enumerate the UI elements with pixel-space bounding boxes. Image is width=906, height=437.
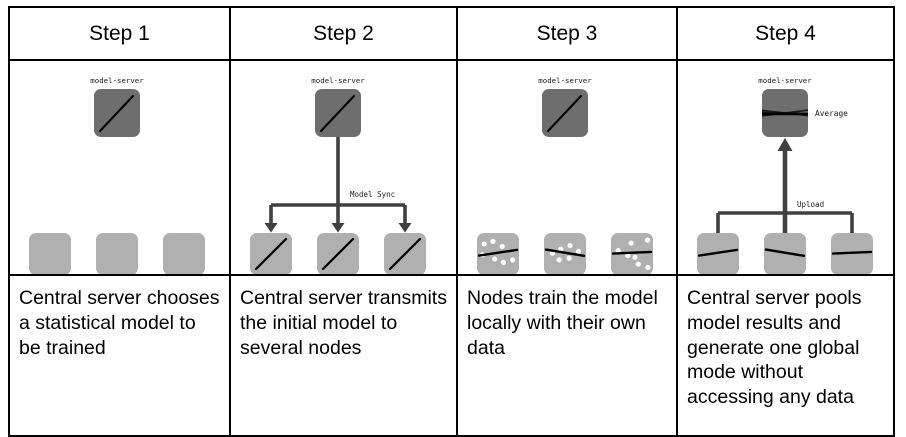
diagram-cell-step3: model-serverworker-aworker-bworker-c <box>456 59 678 276</box>
caption-text-1: Central server chooses a statistical mod… <box>19 287 220 359</box>
arrow-head-down-0 <box>264 223 278 233</box>
model-server-label: model-server <box>538 76 592 85</box>
diagram-panel-3: model-serverworker-aworker-bworker-c <box>458 61 676 274</box>
average-label: Average <box>815 109 848 118</box>
arrow-label-model-sync: Model Sync <box>350 190 395 199</box>
data-point-1 <box>628 240 634 246</box>
worker-box-2 <box>163 233 205 274</box>
worker-box-1 <box>96 233 138 274</box>
worker-box-0 <box>29 233 71 274</box>
data-point-4 <box>566 255 572 261</box>
header-cell-step3: Step 3 <box>456 6 678 61</box>
caption-text-2: Central server transmits the initial mod… <box>240 287 447 359</box>
step-title-2: Step 2 <box>313 22 374 45</box>
worker-plot-0 <box>697 248 739 257</box>
data-point-0 <box>615 248 621 254</box>
data-point-4 <box>492 256 498 262</box>
step-diagram-4: Uploadmodel-serverAverageworker-aworker-… <box>697 76 873 274</box>
diagram-panel-1: model-serverworker-aworker-bworker-c <box>10 61 229 274</box>
header-cell-step4: Step 4 <box>676 6 895 61</box>
model-server-plot <box>319 94 356 133</box>
caption-text-3: Nodes train the model locally with their… <box>467 287 658 359</box>
caption-cell-step1: Central server chooses a statistical mod… <box>8 274 231 437</box>
data-point-0 <box>481 241 487 247</box>
arrow-head-down-2 <box>398 223 412 233</box>
step-title-1: Step 1 <box>89 22 150 45</box>
model-server-plot <box>98 94 135 133</box>
data-point-3 <box>632 254 638 260</box>
diagram-panel-4: Uploadmodel-serverAverageworker-aworker-… <box>678 61 893 274</box>
model-server-label: model-server <box>90 76 144 85</box>
diagram-cell-step2: Model Syncmodel-serverworker-aworker-bwo… <box>229 59 458 276</box>
header-cell-step2: Step 2 <box>229 6 458 61</box>
arrow-head-up <box>777 138 793 151</box>
data-point-4 <box>635 261 641 267</box>
step-diagram-3: model-serverworker-aworker-bworker-c <box>477 76 653 274</box>
step-diagram-2: Model Syncmodel-serverworker-aworker-bwo… <box>250 76 426 274</box>
data-point-1 <box>558 246 564 252</box>
header-cell-step1: Step 1 <box>8 6 231 61</box>
worker-plot-0 <box>254 237 288 271</box>
model-server-plot <box>762 108 808 118</box>
worker-plot-2 <box>388 237 422 271</box>
data-point-6 <box>645 264 651 271</box>
caption-cell-step2: Central server transmits the initial mod… <box>229 274 458 437</box>
worker-plot-1 <box>544 243 586 263</box>
steps-table: Step 1 Step 2 Step 3 Step 4 model-server… <box>8 6 895 437</box>
model-server-label: model-server <box>311 76 365 85</box>
arrow-head-down-1 <box>331 223 345 233</box>
data-point-2 <box>625 253 631 259</box>
worker-plot-2 <box>831 250 873 255</box>
header-row: Step 1 Step 2 Step 3 Step 4 <box>8 6 895 61</box>
data-point-5 <box>500 259 507 265</box>
upload-arrows <box>716 138 854 243</box>
data-point-2 <box>499 243 505 250</box>
step-title-4: Step 4 <box>755 22 816 45</box>
data-point-5 <box>575 248 582 255</box>
data-point-3 <box>556 257 562 263</box>
caption-text-4: Central server pools model results and g… <box>687 287 862 408</box>
data-point-6 <box>510 257 516 263</box>
model-server-label: model-server <box>758 76 812 85</box>
arrow-label-upload: Upload <box>797 200 824 209</box>
worker-plot-2 <box>611 237 653 271</box>
step-diagram-1: model-serverworker-aworker-bworker-c <box>29 76 205 274</box>
model-sync-arrows <box>264 135 412 233</box>
diagram-row: model-serverworker-aworker-bworker-c Mod… <box>8 59 895 276</box>
caption-cell-step4: Central server pools model results and g… <box>676 274 895 437</box>
diagram-cell-step1: model-serverworker-aworker-bworker-c <box>8 59 231 276</box>
step-title-3: Step 3 <box>536 22 598 45</box>
model-server-plot <box>546 94 583 133</box>
data-point-5 <box>644 237 651 243</box>
diagram-panel-2: Model Syncmodel-serverworker-aworker-bwo… <box>231 61 456 274</box>
worker-plot-0 <box>477 238 519 265</box>
data-point-1 <box>490 238 496 244</box>
caption-cell-step3: Nodes train the model locally with their… <box>456 274 678 437</box>
diagram-cell-step4: Uploadmodel-serverAverageworker-aworker-… <box>676 59 895 276</box>
worker-plot-1 <box>764 248 806 258</box>
worker-plot-1 <box>321 237 355 271</box>
data-point-2 <box>567 243 573 249</box>
caption-row: Central server chooses a statistical mod… <box>8 274 895 437</box>
